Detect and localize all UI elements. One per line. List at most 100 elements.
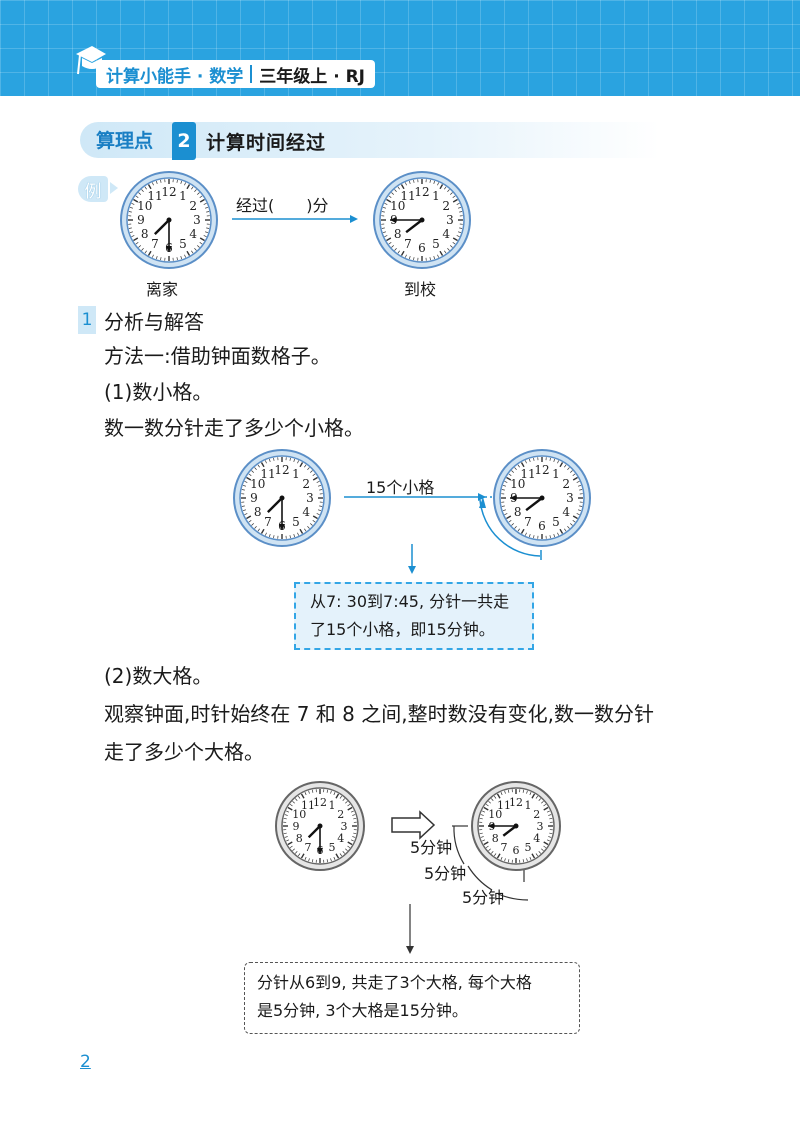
clock-number: 6 — [418, 241, 426, 255]
minute-path-arrow-head — [479, 497, 486, 508]
five-min-arc-3 — [497, 893, 529, 901]
clock-number: 4 — [533, 832, 540, 845]
clock-number: 3 — [193, 213, 201, 227]
clock-number: 8 — [296, 832, 303, 845]
clock-number: 2 — [533, 808, 540, 821]
clock-number: 2 — [442, 199, 450, 213]
clock-number: 4 — [442, 227, 450, 241]
clock-number: 5 — [552, 515, 560, 529]
clock-number: 12 — [274, 463, 289, 477]
box2-line2: 是5分钟, 3个大格是15分钟。 — [257, 1001, 468, 1020]
hour-hand — [405, 219, 423, 234]
clock-number: 1 — [329, 799, 336, 812]
part-one-text: 数一数分针走了多少个小格。 — [104, 416, 364, 440]
clock-number: 6 — [513, 844, 520, 857]
clock-number: 4 — [302, 505, 310, 519]
clock-number: 11 — [301, 799, 315, 812]
hour-hand — [154, 219, 170, 235]
clock-number: 5 — [525, 841, 532, 854]
clock-number: 8 — [394, 227, 402, 241]
box1-line2: 了15个小格，即15分钟。 — [310, 620, 495, 639]
clock-number: 2 — [337, 808, 344, 821]
clocks-layer: 1212345678910111212345678910111212345678… — [120, 171, 591, 871]
clock-number: 11 — [520, 467, 535, 481]
clock-end-small: 121234567891011 — [493, 449, 591, 547]
clock-number: 10 — [390, 199, 405, 213]
clock-number: 5 — [329, 841, 336, 854]
clock-number: 10 — [510, 477, 525, 491]
hour-hand — [525, 497, 543, 512]
clock-number: 7 — [524, 515, 532, 529]
clock-number: 3 — [306, 491, 314, 505]
five-min-arc-1 — [453, 825, 465, 865]
clock-number: 5 — [292, 515, 300, 529]
clock-number: 8 — [141, 227, 149, 241]
clock-number: 1 — [552, 467, 560, 481]
small-arrow-head — [478, 493, 486, 501]
hour-hand — [307, 825, 321, 839]
clock-number: 3 — [566, 491, 574, 505]
clock-end-big: 121234567891011 — [471, 781, 561, 871]
end-caption: 到校 — [404, 280, 437, 299]
clock-number: 2 — [189, 199, 197, 213]
clock-number: 10 — [137, 199, 152, 213]
clock-number: 4 — [337, 832, 344, 845]
example-badge: 例 — [78, 176, 108, 202]
clock-number: 9 — [250, 491, 258, 505]
clock-number: 10 — [488, 808, 502, 821]
clock-number: 8 — [492, 832, 499, 845]
clock-number: 7 — [151, 237, 159, 251]
clock-number: 9 — [137, 213, 145, 227]
clock-number: 9 — [293, 820, 300, 833]
five-min-label-3: 5分钟 — [462, 888, 505, 907]
clock-number: 12 — [414, 185, 429, 199]
method-one-text: 方法一:借助钟面数格子。 — [104, 344, 331, 368]
header-book-title: 计算小能手 · 数学 — [106, 66, 244, 87]
clock-number: 12 — [313, 796, 327, 809]
clock-number: 7 — [305, 841, 312, 854]
clock-number: 5 — [179, 237, 187, 251]
clock-number: 10 — [292, 808, 306, 821]
section-label: 算理点 — [96, 130, 154, 152]
clock-number: 8 — [514, 505, 522, 519]
down-arrow-1-head — [408, 566, 416, 574]
clock-number: 7 — [404, 237, 412, 251]
minute-path-arc — [479, 499, 541, 557]
clock-number: 7 — [501, 841, 508, 854]
example-arrow-head — [350, 215, 358, 223]
box1-line1: 从7: 30到7:45, 分针一共走 — [310, 592, 510, 611]
clock-number: 2 — [302, 477, 310, 491]
clock-number: 1 — [432, 189, 440, 203]
box2-line1: 分针从6到9, 共走了3个大格, 每个大格 — [257, 973, 532, 992]
clock-number: 5 — [432, 237, 440, 251]
clock-number: 11 — [147, 189, 162, 203]
page-number: 2 — [80, 1052, 91, 1072]
clock-start-big: 121234567891011 — [275, 781, 365, 871]
clock-number: 3 — [537, 820, 544, 833]
clock-number: 4 — [562, 505, 570, 519]
explanation-box-big: 分针从6到9, 共走了3个大格, 每个大格 是5分钟, 3个大格是15分钟。 — [244, 962, 580, 1034]
clock-end-example: 121234567891011 — [373, 171, 471, 269]
part-two-title: (2)数大格。 — [104, 664, 213, 688]
hour-hand — [502, 825, 517, 837]
clock-number: 12 — [161, 185, 176, 199]
clock-number: 2 — [562, 477, 570, 491]
step-number: 1 — [78, 306, 96, 334]
part-two-line1: 观察钟面,时针始终在 7 和 8 之间,整时数没有变化,数一数分针 — [104, 702, 654, 726]
part-two-line2: 走了多少个大格。 — [104, 740, 264, 764]
clock-number: 8 — [254, 505, 262, 519]
clock-start-small: 121234567891011 — [233, 449, 331, 547]
hour-hand — [267, 497, 283, 513]
clock-number: 3 — [341, 820, 348, 833]
clock-number: 10 — [250, 477, 265, 491]
clock-number: 1 — [292, 467, 300, 481]
step-title: 分析与解答 — [104, 310, 204, 334]
clock-number: 11 — [260, 467, 275, 481]
clock-start-example: 121234567891011 — [120, 171, 218, 269]
hollow-arrow-icon — [391, 810, 436, 840]
part-one-title: (1)数小格。 — [104, 380, 213, 404]
clock-number: 3 — [446, 213, 454, 227]
clock-number: 7 — [264, 515, 272, 529]
header-book-label: 计算小能手 · 数学 三年级上 · RJ — [96, 60, 376, 88]
five-min-label-1: 5分钟 — [410, 838, 453, 857]
